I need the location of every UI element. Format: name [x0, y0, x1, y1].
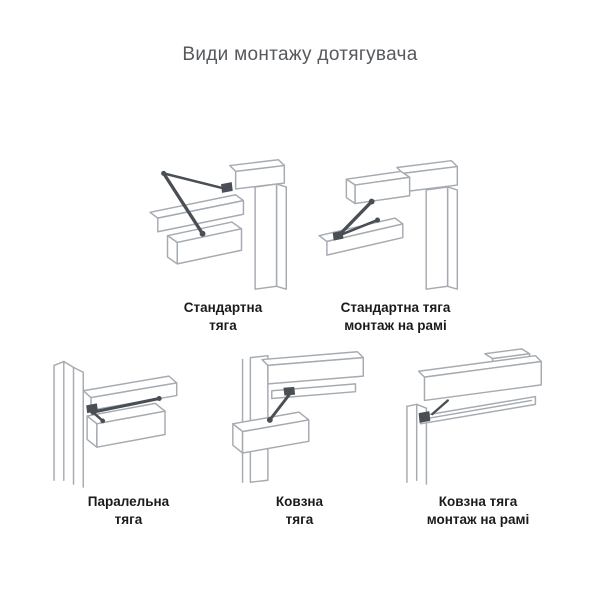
figure-standard-arm-frame-mount: Стандартна тяга монтаж на рамі [303, 150, 488, 335]
figure-label: Паралельна тяга [88, 493, 169, 529]
figure-label-line: тяга [114, 511, 143, 527]
page-title: Види монтажу дотягувача [182, 44, 418, 65]
closer-arm [418, 399, 449, 423]
figure-label: Ковзна тяга монтаж на рамі [427, 493, 530, 529]
figure-label-line: монтаж на рамі [344, 317, 447, 333]
figure-label: Стандартна тяга [184, 299, 262, 335]
door-frame [406, 354, 542, 485]
closer-arm [85, 395, 162, 424]
door-frame [149, 159, 287, 290]
slide-arm-frame-mount-diagram [406, 348, 542, 485]
figure-label-line: Стандартна [183, 300, 263, 315]
standard-arm-diagram [149, 159, 287, 290]
closer-body [85, 402, 166, 448]
slide-arm-diagram [231, 351, 364, 483]
figure-slide-arm: Ковзна тяга [212, 344, 387, 529]
closer-body [166, 221, 243, 265]
standard-arm-frame-mount-diagram [317, 159, 458, 290]
closer-arm [266, 386, 295, 423]
figure-label-line: Паралельна [87, 494, 170, 509]
closer-arm [332, 198, 380, 241]
figure-standard-arm: Стандартна тяга [118, 150, 328, 335]
figure-label: Стандартна тяга монтаж на рамі [341, 299, 451, 335]
figure-label-line: тяга [209, 317, 237, 333]
parallel-arm-diagram [52, 360, 177, 488]
figure-label-line: Ковзна [275, 494, 324, 509]
figure-label-line: тяга [285, 511, 314, 527]
figure-label-line: Ковзна тяга [438, 494, 518, 509]
closer-arm [161, 170, 233, 237]
figure-label-line: монтаж на рамі [426, 511, 530, 527]
figure-label: Ковзна тяга [276, 493, 323, 529]
figure-slide-arm-frame-mount: Ковзна тяга монтаж на рамі [383, 344, 573, 529]
slide-channel [270, 383, 356, 400]
closer-body [345, 170, 410, 205]
figure-label-line: Стандартна тяга [340, 300, 451, 315]
figure-parallel-arm: Паралельна тяга [36, 344, 221, 529]
